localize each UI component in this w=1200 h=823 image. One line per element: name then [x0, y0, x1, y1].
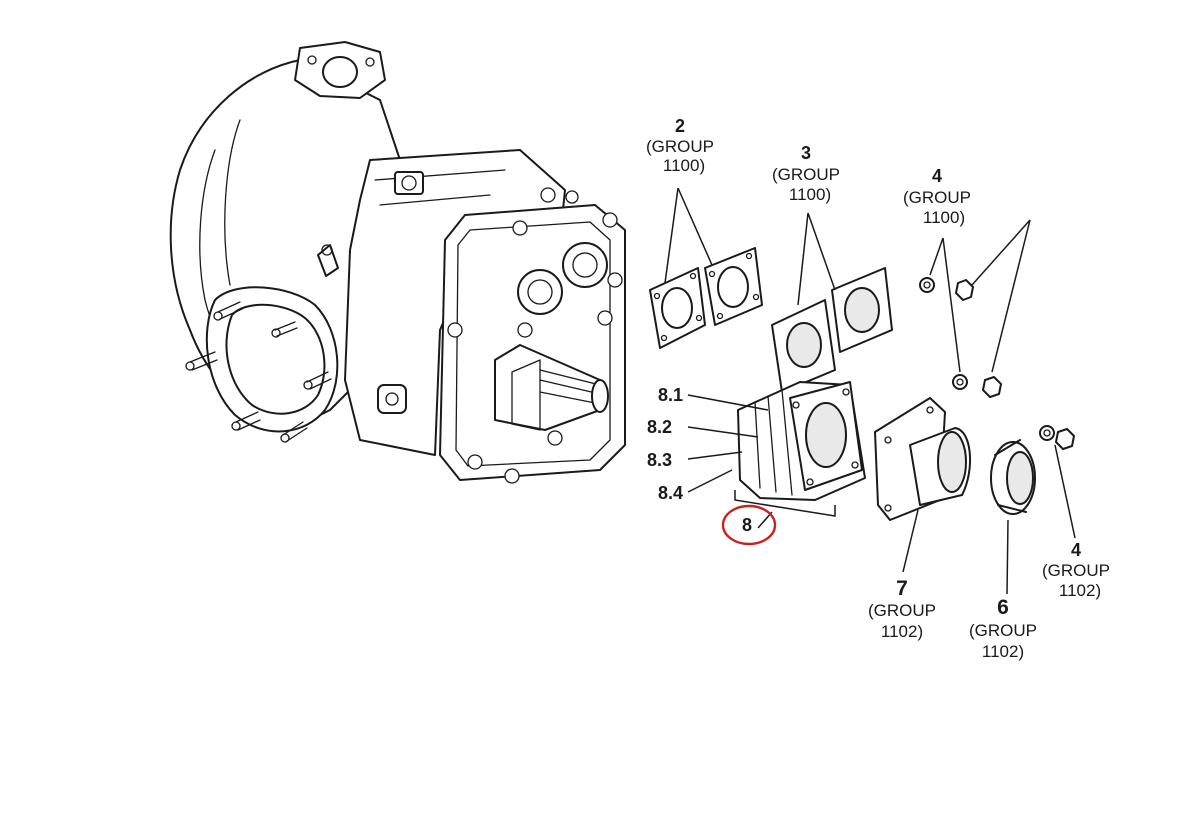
callout-3-number: 3 [801, 143, 811, 163]
highlight-circle-item-8 [721, 504, 777, 546]
callout-2: 2 (GROUP 1100) [646, 116, 714, 175]
callout-8: 8 [742, 515, 752, 535]
callout-4-top-group: (GROUP [903, 188, 971, 207]
leader-lines [664, 187, 1076, 595]
callout-4-bottom-number: 4 [1071, 540, 1081, 560]
callout-3-group-number: 1100) [789, 185, 831, 204]
callout-4-top: 4 (GROUP 1100) [903, 166, 971, 227]
callout-8-3: 8.3 [647, 450, 672, 470]
callout-2-number: 2 [675, 116, 685, 136]
callout-2-group: (GROUP [646, 137, 714, 156]
callout-3-group: (GROUP [772, 165, 840, 184]
transmission-housing [169, 41, 626, 484]
cover-plate-pair-item-3 [771, 267, 893, 393]
callout-8-2: 8.2 [647, 417, 672, 437]
callout-4-bottom: 4 (GROUP 1102) [1042, 540, 1110, 600]
callout-4-bottom-group-number: 1102) [1059, 581, 1101, 600]
callout-4-top-number: 4 [932, 166, 942, 186]
callout-6-group: (GROUP [969, 621, 1037, 640]
callout-6-number: 6 [997, 596, 1009, 619]
gasket-pair-item-2 [649, 247, 763, 349]
callout-4-top-group-number: 1100) [923, 208, 965, 227]
callout-8-4: 8.4 [658, 483, 683, 503]
callout-4-bottom-group: (GROUP [1042, 561, 1110, 580]
seal-ring-item-6 [990, 439, 1036, 515]
bellows-assembly-item-8 [737, 381, 866, 501]
callout-2-group-number: 1100) [663, 156, 705, 175]
callout-6: 6 (GROUP 1102) [969, 596, 1037, 661]
nuts-and-washers-item-4 [919, 277, 1075, 450]
callout-7: 7 (GROUP 1102) [868, 577, 936, 641]
flange-housing-item-7 [874, 397, 972, 521]
callout-7-group: (GROUP [868, 601, 936, 620]
callout-8-1: 8.1 [658, 385, 683, 405]
callout-7-group-number: 1102) [881, 622, 923, 641]
callout-6-group-number: 1102) [982, 642, 1024, 661]
callout-3: 3 (GROUP 1100) [772, 143, 840, 204]
callout-7-number: 7 [896, 577, 908, 600]
